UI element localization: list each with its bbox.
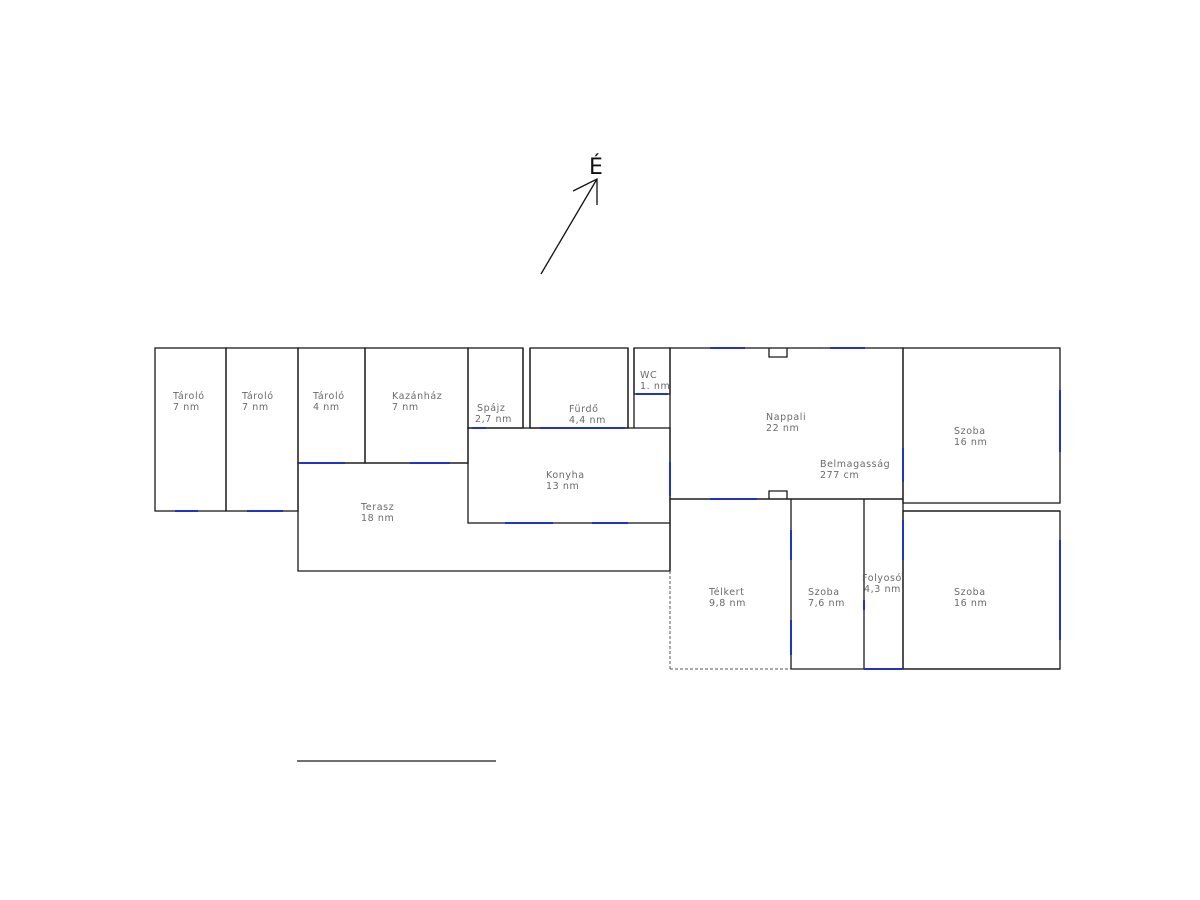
room-area: 13 nm — [546, 481, 579, 492]
room-name: Szoba — [954, 587, 986, 598]
room-name: Fürdő — [569, 404, 599, 415]
room-area: 4 nm — [313, 402, 340, 413]
room-name: Télkert — [708, 587, 745, 598]
terrace-outline — [297, 463, 671, 572]
ceiling-height-value: 277 cm — [820, 470, 859, 481]
room-area: 7 nm — [173, 402, 200, 413]
room-name: WC — [640, 370, 657, 381]
room-name: Spájz — [477, 403, 506, 414]
room-area: 4,4 nm — [569, 415, 606, 426]
room-area: 16 nm — [954, 598, 987, 609]
room-name: Szoba — [808, 587, 840, 598]
room-name: Terasz — [360, 502, 394, 513]
storage-room-2-outline — [225, 347, 299, 512]
room-area: 22 nm — [766, 423, 799, 434]
room-name: Nappali — [766, 412, 806, 423]
room-area: 9,8 nm — [709, 598, 746, 609]
room-labels: Tároló 7 nm Tároló 7 nm Tároló 4 nm Kazá… — [172, 370, 987, 609]
north-arrow: É — [540, 154, 603, 275]
room-area: 4,3 nm — [864, 584, 901, 595]
north-label: É — [589, 154, 603, 180]
ceiling-height-label: Belmagasság — [820, 459, 890, 470]
room-area: 7 nm — [242, 402, 269, 413]
storage-room-1-outline — [154, 347, 227, 512]
room-name: Tároló — [241, 391, 274, 402]
room-area: 1. nm — [640, 381, 670, 392]
walls — [154, 347, 1061, 670]
room-area: 7 nm — [392, 402, 419, 413]
room-name: Tároló — [172, 391, 205, 402]
room-name: Konyha — [546, 470, 585, 481]
room-name: Folyosó — [862, 573, 902, 584]
room-name: Szoba — [954, 426, 986, 437]
room-name: Kazánház — [392, 391, 442, 402]
windows — [175, 347, 1061, 670]
room-area: 2,7 nm — [475, 414, 512, 425]
room-area: 18 nm — [361, 513, 394, 524]
room-area: 16 nm — [954, 437, 987, 448]
room-name: Tároló — [312, 391, 345, 402]
room-area: 7,6 nm — [808, 598, 845, 609]
